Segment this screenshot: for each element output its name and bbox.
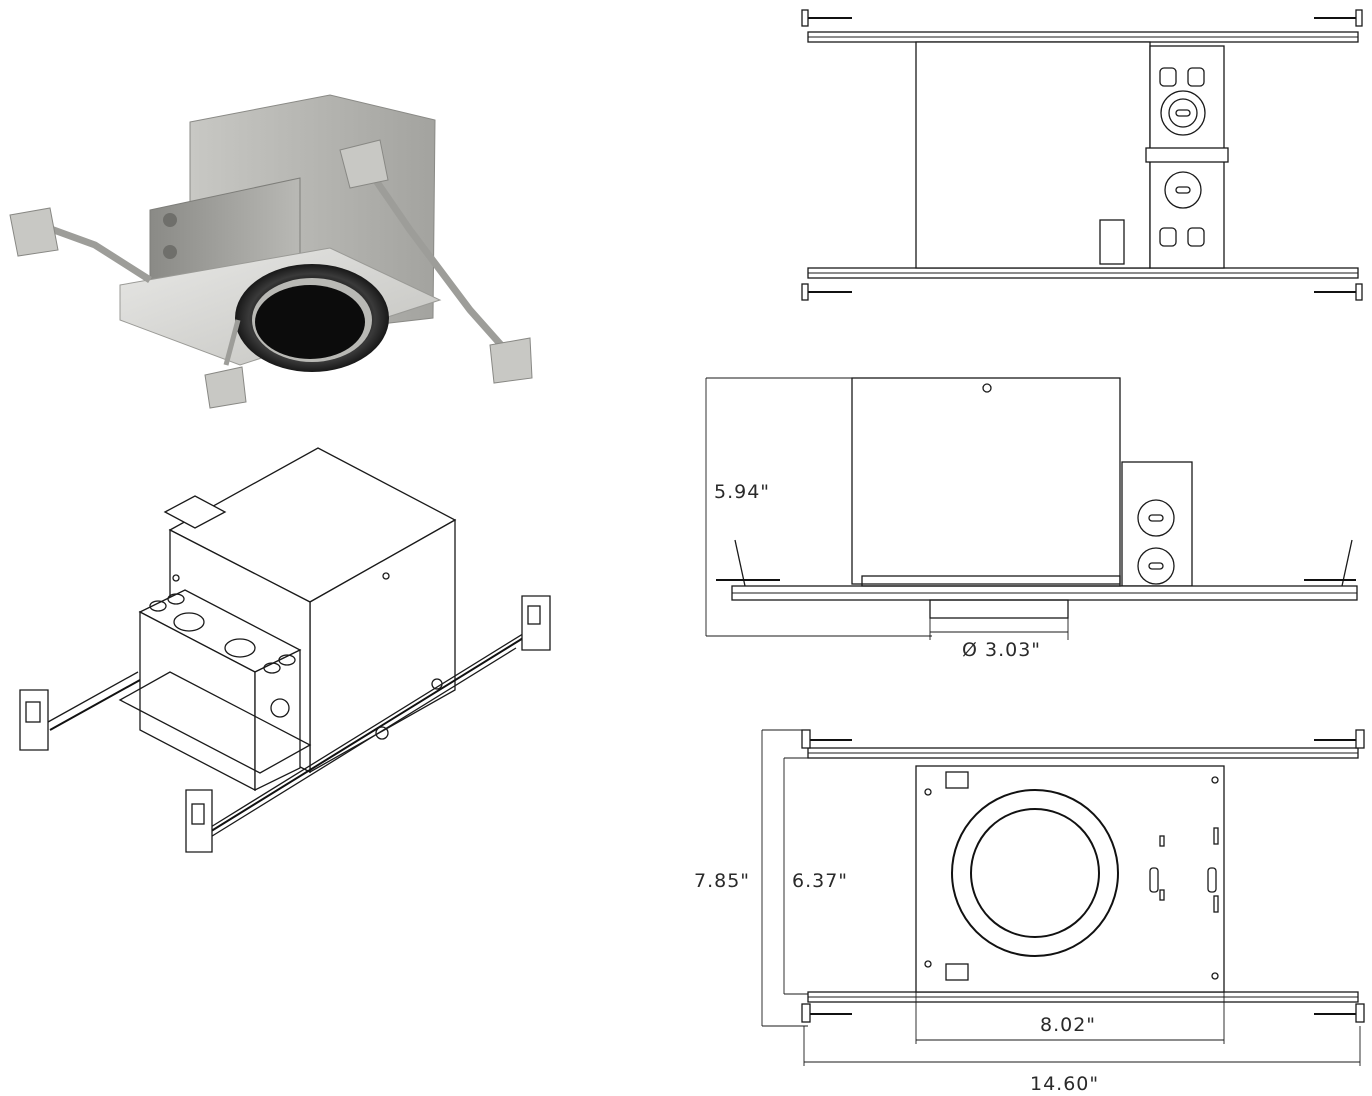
nail-icon	[801, 729, 1365, 1023]
overall-depth-dimension-label: 7.85"	[694, 870, 750, 892]
housing-depth-dimension-label: 6.37"	[792, 870, 848, 892]
top-view	[801, 9, 1363, 301]
housing-width-dimension-label: 8.02"	[1040, 1014, 1096, 1036]
side-view	[705, 377, 1358, 640]
isometric-line-drawing	[19, 447, 551, 853]
nail-icon	[801, 9, 1363, 301]
overall-width-dimension-label: 14.60"	[1030, 1073, 1099, 1095]
product-photo	[9, 94, 533, 409]
bottom-view	[761, 729, 1365, 1066]
aperture-ring-icon	[951, 789, 1119, 957]
aperture-dimension-label: Ø 3.03"	[962, 639, 1041, 661]
height-dimension-label: 5.94"	[714, 481, 770, 503]
